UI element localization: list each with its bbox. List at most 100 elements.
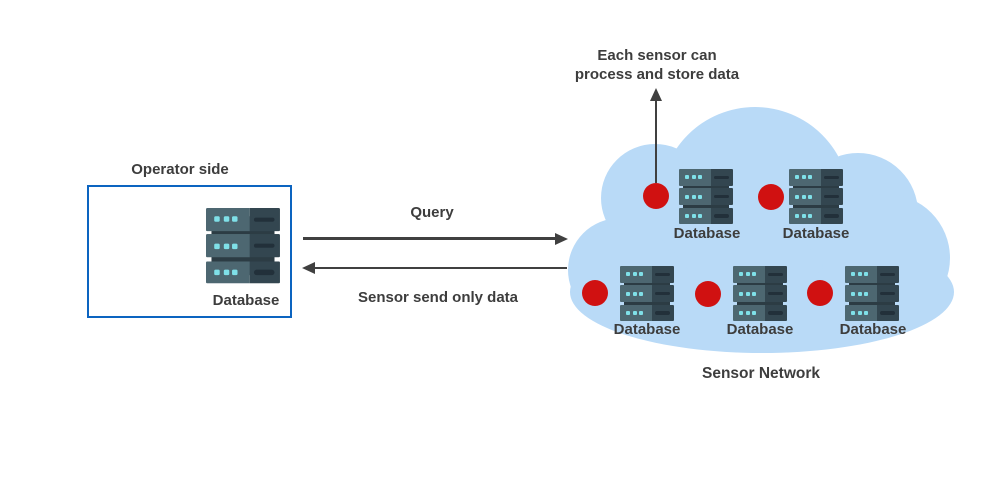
led-icon [223, 269, 229, 275]
server-front-panel [620, 304, 652, 321]
database-label: Database [673, 225, 741, 242]
server-unit [206, 208, 280, 231]
database-label: Database [613, 321, 681, 338]
led-icon [808, 175, 812, 180]
server-units [679, 169, 733, 224]
database-icon [620, 266, 674, 321]
server-units [789, 169, 843, 224]
led-icon [752, 272, 756, 277]
server-side-panel [876, 304, 899, 321]
server-unit [620, 266, 674, 283]
server-units [620, 266, 674, 321]
drive-slot-icon [655, 272, 671, 276]
led-icon [632, 272, 637, 277]
led-icon [685, 194, 689, 199]
database-label: Database [212, 292, 280, 309]
sensor-dot-icon [582, 280, 608, 306]
drive-slot-icon [655, 291, 671, 296]
server-side-panel [764, 266, 787, 283]
led-icon [739, 291, 743, 296]
server-front-panel [620, 285, 652, 302]
server-unit [620, 285, 674, 302]
drive-slot-icon [824, 194, 840, 199]
sensor-dot-icon [695, 281, 721, 307]
server-unit [206, 234, 280, 257]
led-icon [864, 272, 868, 277]
led-icon [232, 242, 238, 249]
led-icon [745, 272, 750, 277]
led-icon [632, 291, 637, 296]
drive-slot-icon [824, 214, 840, 218]
server-side-panel [249, 208, 280, 231]
server-side-panel [876, 266, 899, 283]
sensor-dot-icon [758, 184, 784, 210]
response-arrow-line [314, 266, 567, 269]
database-label: Database [726, 321, 794, 338]
query-arrowhead-icon [555, 232, 568, 245]
led-icon [857, 291, 862, 296]
drive-slot-icon [714, 175, 730, 179]
server-front-panel [679, 169, 711, 186]
server-side-panel [249, 234, 280, 257]
server-side-panel [820, 169, 843, 186]
server-unit [845, 266, 899, 283]
server-unit [733, 266, 787, 283]
led-icon [214, 242, 220, 249]
drive-slot-icon [768, 311, 784, 315]
drive-slot-icon [254, 216, 276, 222]
server-front-panel [206, 260, 250, 284]
led-icon [864, 291, 868, 296]
drive-slot-icon [880, 311, 896, 315]
led-icon [214, 269, 220, 275]
led-icon [795, 194, 799, 199]
server-unit [789, 207, 843, 224]
led-icon [801, 194, 806, 199]
database-label: Database [782, 225, 850, 242]
led-icon [691, 213, 696, 218]
server-side-panel [651, 304, 674, 321]
led-icon [739, 272, 743, 277]
server-side-panel [249, 260, 280, 284]
server-front-panel [845, 266, 877, 283]
led-icon [698, 213, 702, 218]
server-unit [845, 304, 899, 321]
server-front-panel [679, 207, 711, 224]
query-arrow-line [303, 237, 556, 240]
server-front-panel [845, 304, 877, 321]
database-icon [679, 169, 733, 224]
response-arrowhead-icon [302, 261, 315, 274]
server-front-panel [789, 207, 821, 224]
led-icon [801, 175, 806, 180]
server-front-panel [679, 188, 711, 205]
server-front-panel [789, 188, 821, 205]
led-icon [223, 242, 229, 249]
sensor-annotation: Each sensor can process and store data [575, 46, 739, 84]
query-label: Query [410, 204, 454, 221]
database-label: Database [839, 321, 907, 338]
drive-slot-icon [655, 311, 671, 315]
led-icon [851, 272, 855, 277]
drive-slot-icon [768, 272, 784, 276]
server-unit [733, 285, 787, 302]
server-unit [679, 188, 733, 205]
drive-slot-icon [880, 272, 896, 276]
server-front-panel [206, 208, 250, 231]
server-side-panel [764, 304, 787, 321]
database-icon [206, 208, 280, 284]
server-front-panel [733, 266, 765, 283]
led-icon [691, 175, 696, 180]
server-front-panel [206, 234, 250, 257]
sensor-network-label: Sensor Network [701, 365, 821, 382]
led-icon [685, 213, 689, 218]
database-icon [733, 266, 787, 321]
sensor-dot-icon [643, 183, 669, 209]
led-icon [223, 216, 229, 223]
server-side-panel [876, 285, 899, 302]
server-front-panel [845, 285, 877, 302]
server-unit [789, 188, 843, 205]
led-icon [691, 194, 696, 199]
database-icon [789, 169, 843, 224]
drive-slot-icon [768, 291, 784, 296]
led-icon [626, 272, 630, 277]
